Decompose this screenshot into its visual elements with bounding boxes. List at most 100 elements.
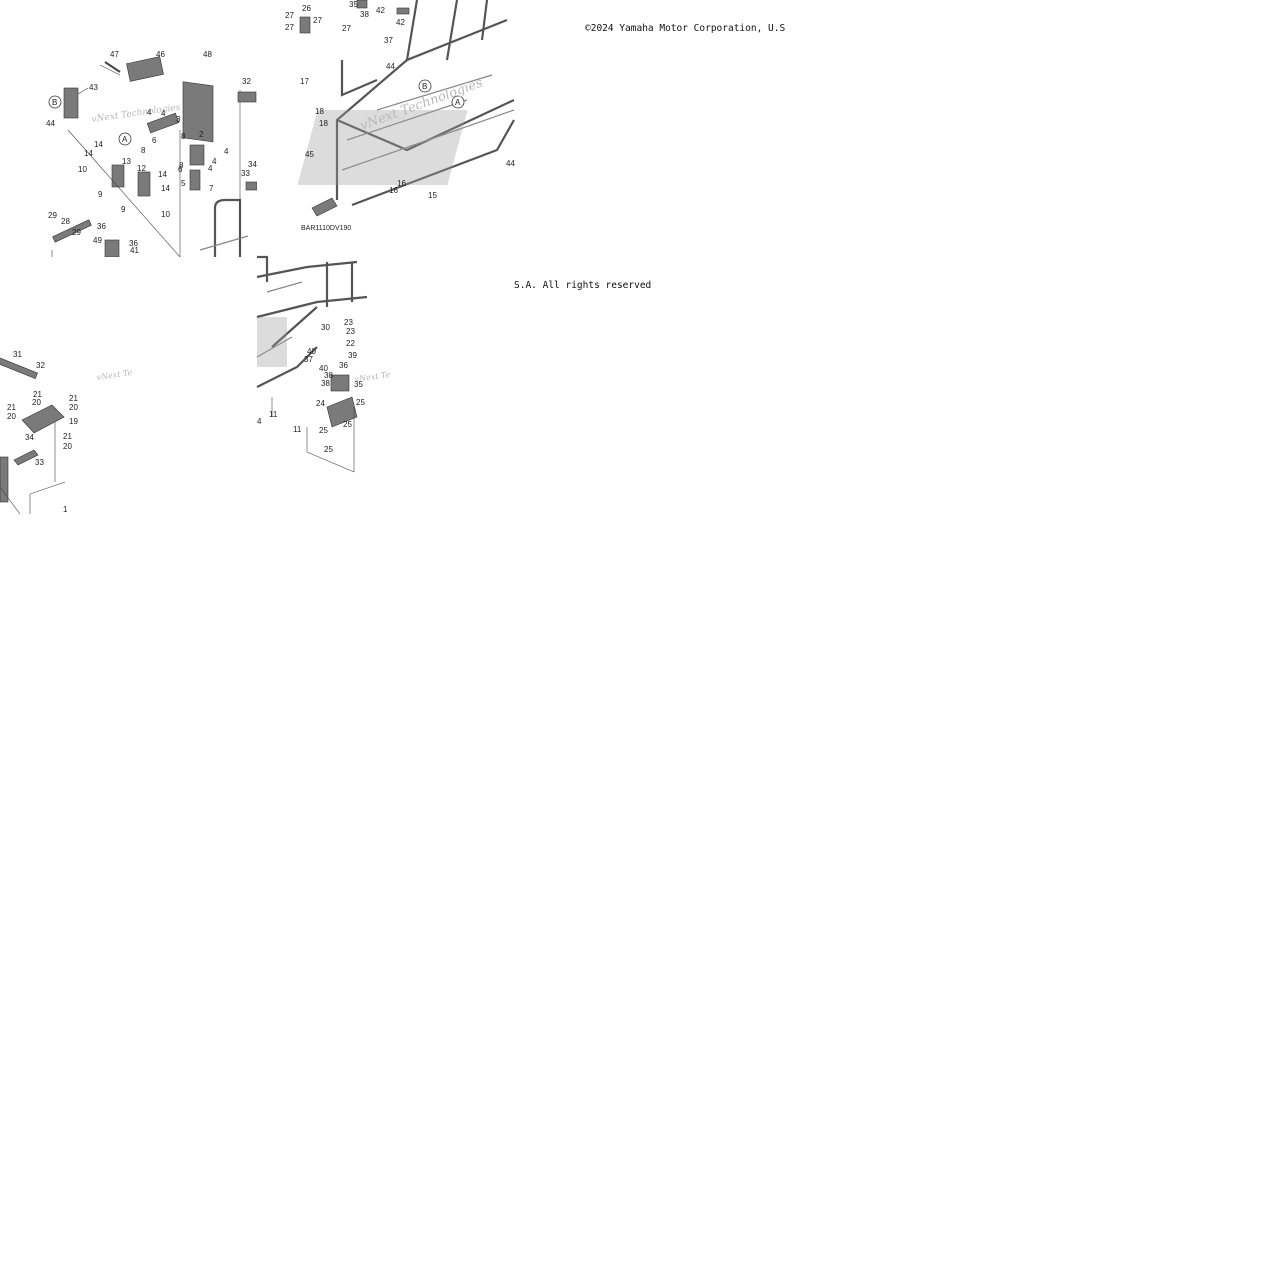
diagram-parts-front: B A vNext Technologies 47 46 48 43 32 4 … [46,50,258,258]
part-number: 35 [354,380,363,389]
front-arrow-icon [311,197,338,217]
part-number: 36 [129,239,138,248]
part-number: 5 [181,179,186,188]
callout-label: A [122,135,128,144]
callout-label: B [422,82,427,91]
part-number: 14 [84,149,93,158]
part-clip-42 [396,7,410,15]
part-number: 25 [324,445,333,454]
part-bracket-26 [299,16,311,34]
callout-circle-b [418,79,432,93]
part-strip-28 [52,219,92,243]
diagram-tile-top-right: B A vNext Technologies BAR1110DV190 35 4… [257,0,515,257]
part-number: 45 [305,150,314,159]
part-number: 4 [161,109,166,118]
part-number: 20 [32,398,41,407]
part-clip-35 [356,0,368,9]
part-number: 10 [161,210,170,219]
part-number: 27 [285,11,294,20]
watermark: vNext Te [96,368,133,382]
part-number: 4 [208,164,213,173]
part-number: 27 [313,16,322,25]
part-number: 36 [97,222,106,231]
diagram-parts-rear-left: vNext Te 31 32 21 21 20 20 21 20 19 34 2… [0,350,133,515]
part-number: 11 [293,425,302,434]
part-number: 41 [130,246,139,255]
part-number: 40 [307,347,316,356]
part-grille-48 [182,81,214,143]
copyright-line-2: S.A. All rights reserved [514,280,652,291]
part-clip-34 [245,181,258,191]
part-number: 27 [342,24,351,33]
part-number: 32 [242,77,251,86]
part-number: 23 [346,327,355,336]
part-number: 16 [397,179,406,188]
part-number: 38 [360,10,369,19]
part-number: 7 [209,184,214,193]
part-number: 48 [203,50,212,59]
callout-circle-a [118,132,132,146]
part-number: 44 [506,159,515,168]
part-number: 46 [156,50,165,59]
floor-pan-rear [257,317,287,367]
callout-circle-a [451,95,465,109]
callout-label: A [455,98,461,107]
part-number: 19 [69,417,78,426]
part-number: 39 [348,351,357,360]
part-number: 8 [181,132,186,141]
part-number: 18 [315,107,324,116]
part-number: 34 [25,433,34,442]
part-hinge-2 [189,144,205,166]
part-box-49 [104,239,120,258]
part-number: 3 [176,115,181,124]
part-number: 32 [36,361,45,370]
part-number: 10 [78,165,87,174]
part-number: 8 [141,146,146,155]
part-plate-19 [21,404,65,434]
part-number: 28 [61,217,70,226]
part-number: 11 [269,410,278,419]
part-number: 1 [63,505,68,514]
part-plate-33 [13,449,39,466]
part-number: 21 [69,394,78,403]
part-bracket-35 [330,374,350,392]
part-number: 4 [224,147,229,156]
diagram-code: BAR1110DV190 [301,225,351,232]
part-number: 17 [300,77,309,86]
part-number: 25 [343,420,352,429]
part-number: 37 [384,36,393,45]
part-strip-31 [0,356,38,380]
part-number: 9 [121,205,126,214]
part-hinge-12 [137,171,151,197]
part-number: 2 [199,130,204,139]
part-number: 22 [346,339,355,348]
part-number: 4 [212,157,217,166]
part-number: 23 [344,318,353,327]
part-number: 44 [46,119,55,128]
part-number: 30 [321,323,330,332]
part-number: 47 [110,50,119,59]
callout-label: B [52,98,57,107]
part-number: 38 [324,371,333,380]
diagram-tile-bottom-left: vNext Te 31 32 21 21 20 20 21 20 19 34 2… [0,257,257,515]
part-panel-46 [126,56,164,82]
part-number: 37 [304,355,313,364]
part-bracket-24 [326,396,358,428]
part-number: 6 [178,165,183,174]
part-number: 34 [248,160,257,169]
part-number: 33 [241,169,250,178]
part-number: 4 [147,108,152,117]
diagram-frame-main: B A vNext Technologies BAR1110DV190 35 4… [285,0,515,232]
floor-pan [297,110,468,185]
part-number: 18 [319,119,328,128]
part-number: 31 [13,350,22,359]
part-number: 13 [122,157,131,166]
part-number: 14 [161,184,170,193]
part-number: 14 [158,170,167,179]
part-frame-edge [0,456,9,503]
part-number: 36 [339,361,348,370]
part-number: 29 [48,211,57,220]
part-number: 20 [63,442,72,451]
part-number: 26 [302,4,311,13]
part-number: 35 [349,0,358,9]
